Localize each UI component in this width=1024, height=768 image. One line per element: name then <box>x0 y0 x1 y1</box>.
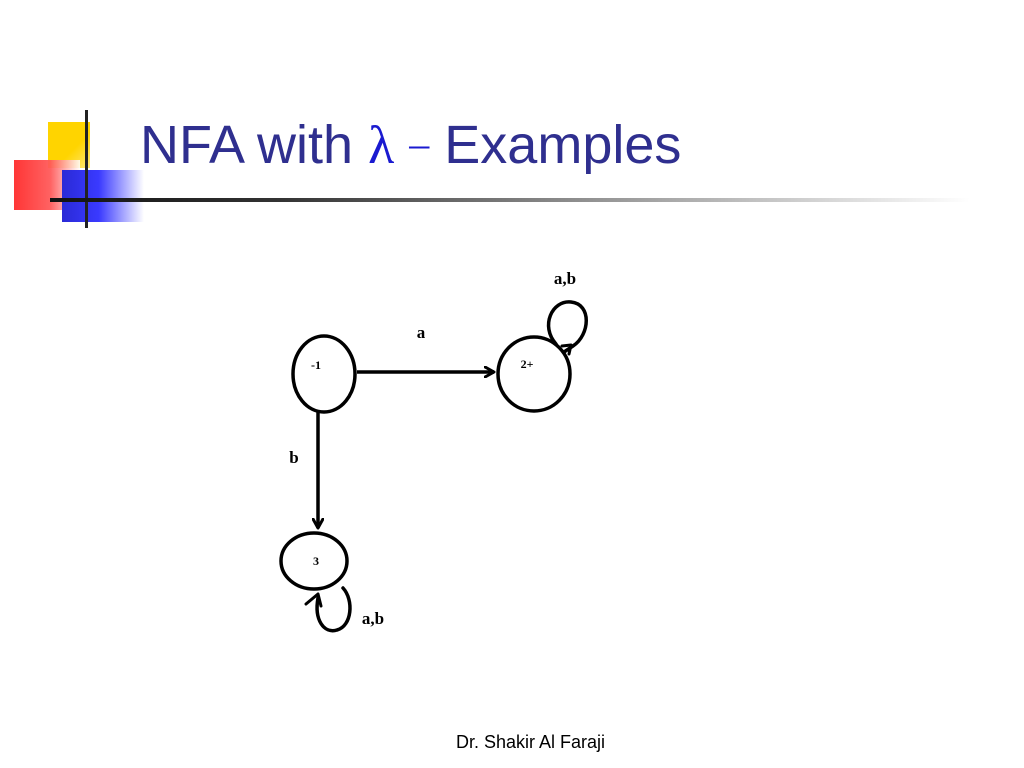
title-suffix: Examples <box>429 115 682 175</box>
title-prefix: NFA with <box>140 115 369 175</box>
title-lambda-symbol: λ <box>368 115 395 175</box>
state-label-trap: 3 <box>313 554 319 568</box>
transition-label-a: a <box>417 323 426 342</box>
self-loop-label-trap: a,b <box>362 609 384 628</box>
state-node-trap: 3 <box>279 531 349 591</box>
self-loop-final-arrowhead <box>560 343 573 356</box>
state-circle-final <box>496 335 572 413</box>
logo-vertical-line <box>85 110 88 228</box>
title-dash: – <box>409 121 430 166</box>
self-loop-trap-arrowhead <box>304 592 323 608</box>
self-loop-final <box>546 300 588 354</box>
state-circle-start <box>291 334 357 414</box>
slide-footer-author: Dr. Shakir Al Faraji <box>456 732 606 752</box>
slide-title: NFA with λ – Examples <box>140 118 681 172</box>
self-loop-trap <box>315 586 352 633</box>
state-node-final: 2+ <box>496 335 572 413</box>
logo-blue-square <box>62 170 144 222</box>
slide-logo-decoration <box>0 0 160 240</box>
state-circle-trap <box>279 531 349 591</box>
self-loop-label-final: a,b <box>554 269 576 288</box>
state-node-start: -1 <box>291 334 357 414</box>
title-underline <box>50 198 970 202</box>
state-label-start: -1 <box>311 358 321 372</box>
transition-label-b: b <box>289 448 298 467</box>
state-label-final: 2+ <box>521 357 534 371</box>
